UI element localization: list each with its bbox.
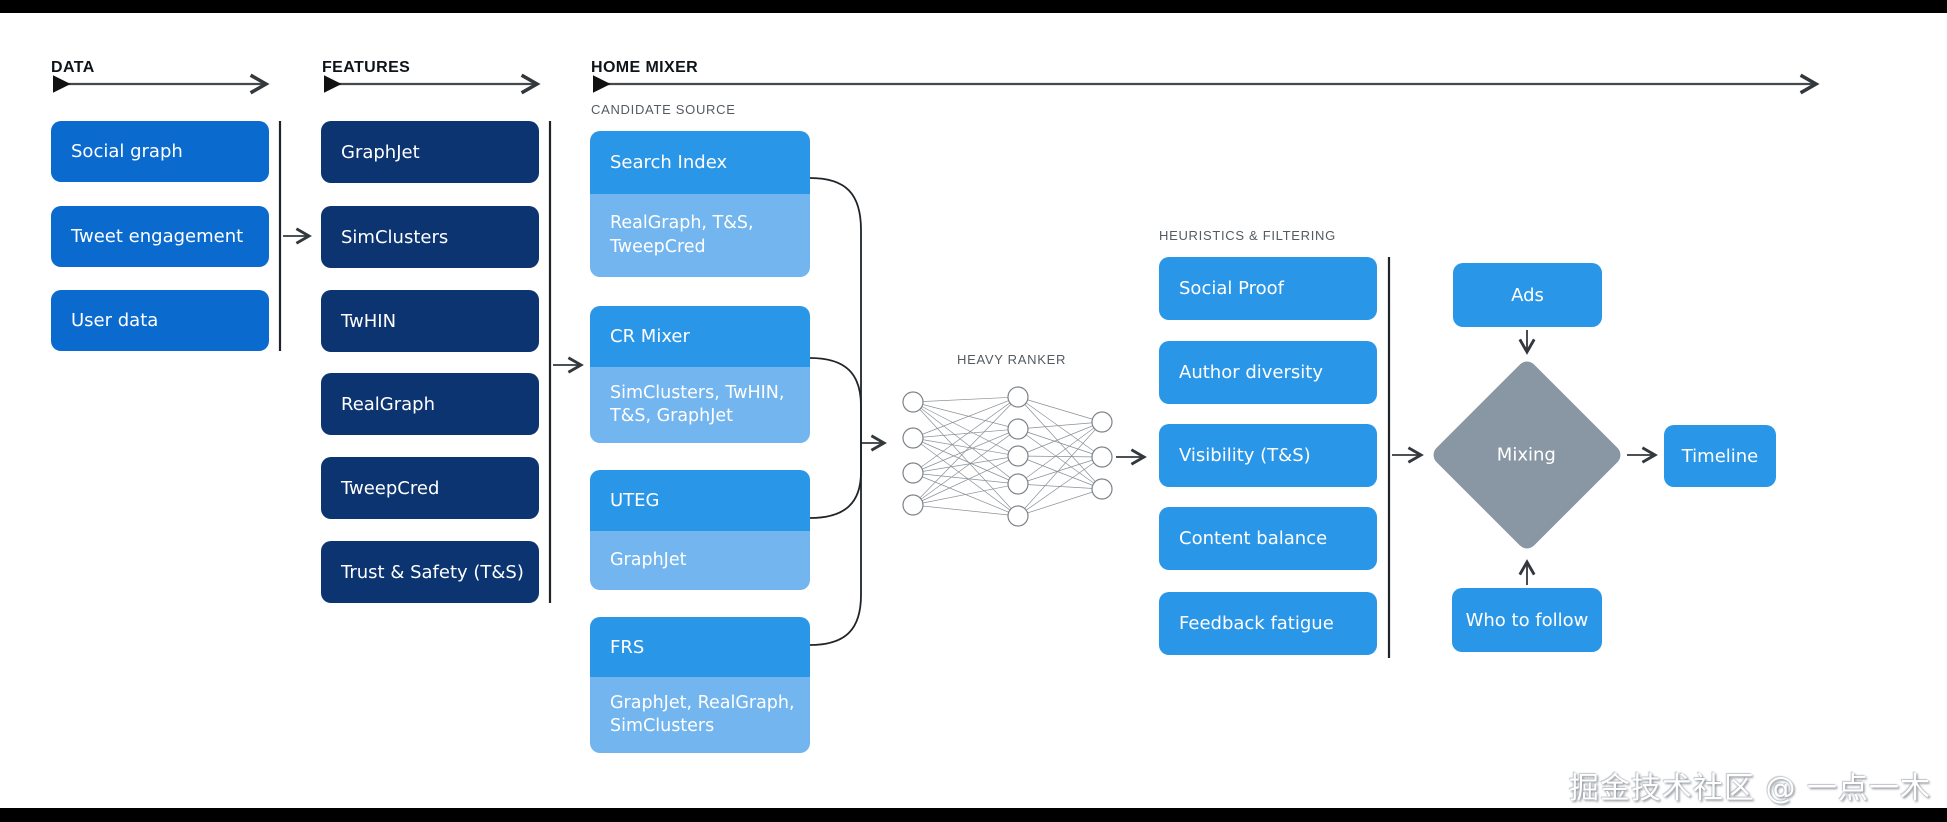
- candidate-sub: GraphJet, RealGraph, SimClusters: [590, 677, 810, 753]
- data-box-tweet-engagement: Tweet engagement: [51, 206, 269, 267]
- candidate-title: Search Index: [590, 131, 810, 194]
- mixing-diamond: Mixing: [1429, 357, 1625, 553]
- who-to-follow-box: Who to follow: [1452, 588, 1602, 652]
- timeline-box: Timeline: [1664, 425, 1776, 487]
- letterbox-bar-bottom: [0, 808, 1947, 822]
- header-home-mixer: HOME MIXER: [591, 59, 699, 76]
- data-box-user-data: User data: [51, 290, 269, 351]
- header-features: FEATURES: [322, 59, 411, 76]
- heuristic-box-feedback-fatigue: Feedback fatigue: [1159, 592, 1377, 655]
- watermark-text: 掘金技术社区 @ 一点一木: [1568, 771, 1931, 806]
- candidate-title: FRS: [590, 617, 810, 677]
- candidate-merge-connectors: [809, 177, 862, 646]
- feature-box-twhin: TwHIN: [321, 290, 539, 352]
- feature-box-graphjet: GraphJet: [321, 121, 539, 183]
- ads-box: Ads: [1453, 263, 1602, 327]
- candidate-group-uteg: UTEG GraphJet: [590, 470, 810, 590]
- candidate-group-cr-mixer: CR Mixer SimClusters, TwHIN, T&S, GraphJ…: [590, 306, 810, 443]
- candidate-sub: RealGraph, T&S, TweepCred: [590, 194, 810, 277]
- candidate-title: UTEG: [590, 470, 810, 531]
- cr-mixer-connector: [809, 357, 862, 443]
- label-candidate-source: CANDIDATE SOURCE: [591, 102, 736, 117]
- neural-network-graphic: [902, 386, 1113, 527]
- uteg-connector: [809, 443, 862, 519]
- label-heuristics-filtering: HEURISTICS & FILTERING: [1159, 228, 1336, 243]
- data-box-social-graph: Social graph: [51, 121, 269, 182]
- feature-box-trust-safety: Trust & Safety (T&S): [321, 541, 539, 603]
- letterbox-bar-top: [0, 0, 1947, 13]
- feature-box-tweepcred: TweepCred: [321, 457, 539, 519]
- candidate-sub: GraphJet: [590, 531, 810, 590]
- label-heavy-ranker: HEAVY RANKER: [957, 352, 1067, 367]
- heuristic-box-author-diversity: Author diversity: [1159, 341, 1377, 404]
- heuristic-box-content-balance: Content balance: [1159, 507, 1377, 570]
- feature-box-simclusters: SimClusters: [321, 206, 539, 268]
- candidate-sub: SimClusters, TwHIN, T&S, GraphJet: [590, 367, 810, 443]
- search-index-connector: [809, 177, 862, 443]
- header-data: DATA: [51, 59, 95, 76]
- heuristic-box-social-proof: Social Proof: [1159, 257, 1377, 320]
- mixing-label: Mixing: [1497, 444, 1557, 466]
- frs-connector: [809, 443, 862, 646]
- feature-box-realgraph: RealGraph: [321, 373, 539, 435]
- heuristic-box-visibility: Visibility (T&S): [1159, 424, 1377, 487]
- candidate-group-search-index: Search Index RealGraph, T&S, TweepCred: [590, 131, 810, 277]
- candidate-title: CR Mixer: [590, 306, 810, 367]
- candidate-group-frs: FRS GraphJet, RealGraph, SimClusters: [590, 617, 810, 753]
